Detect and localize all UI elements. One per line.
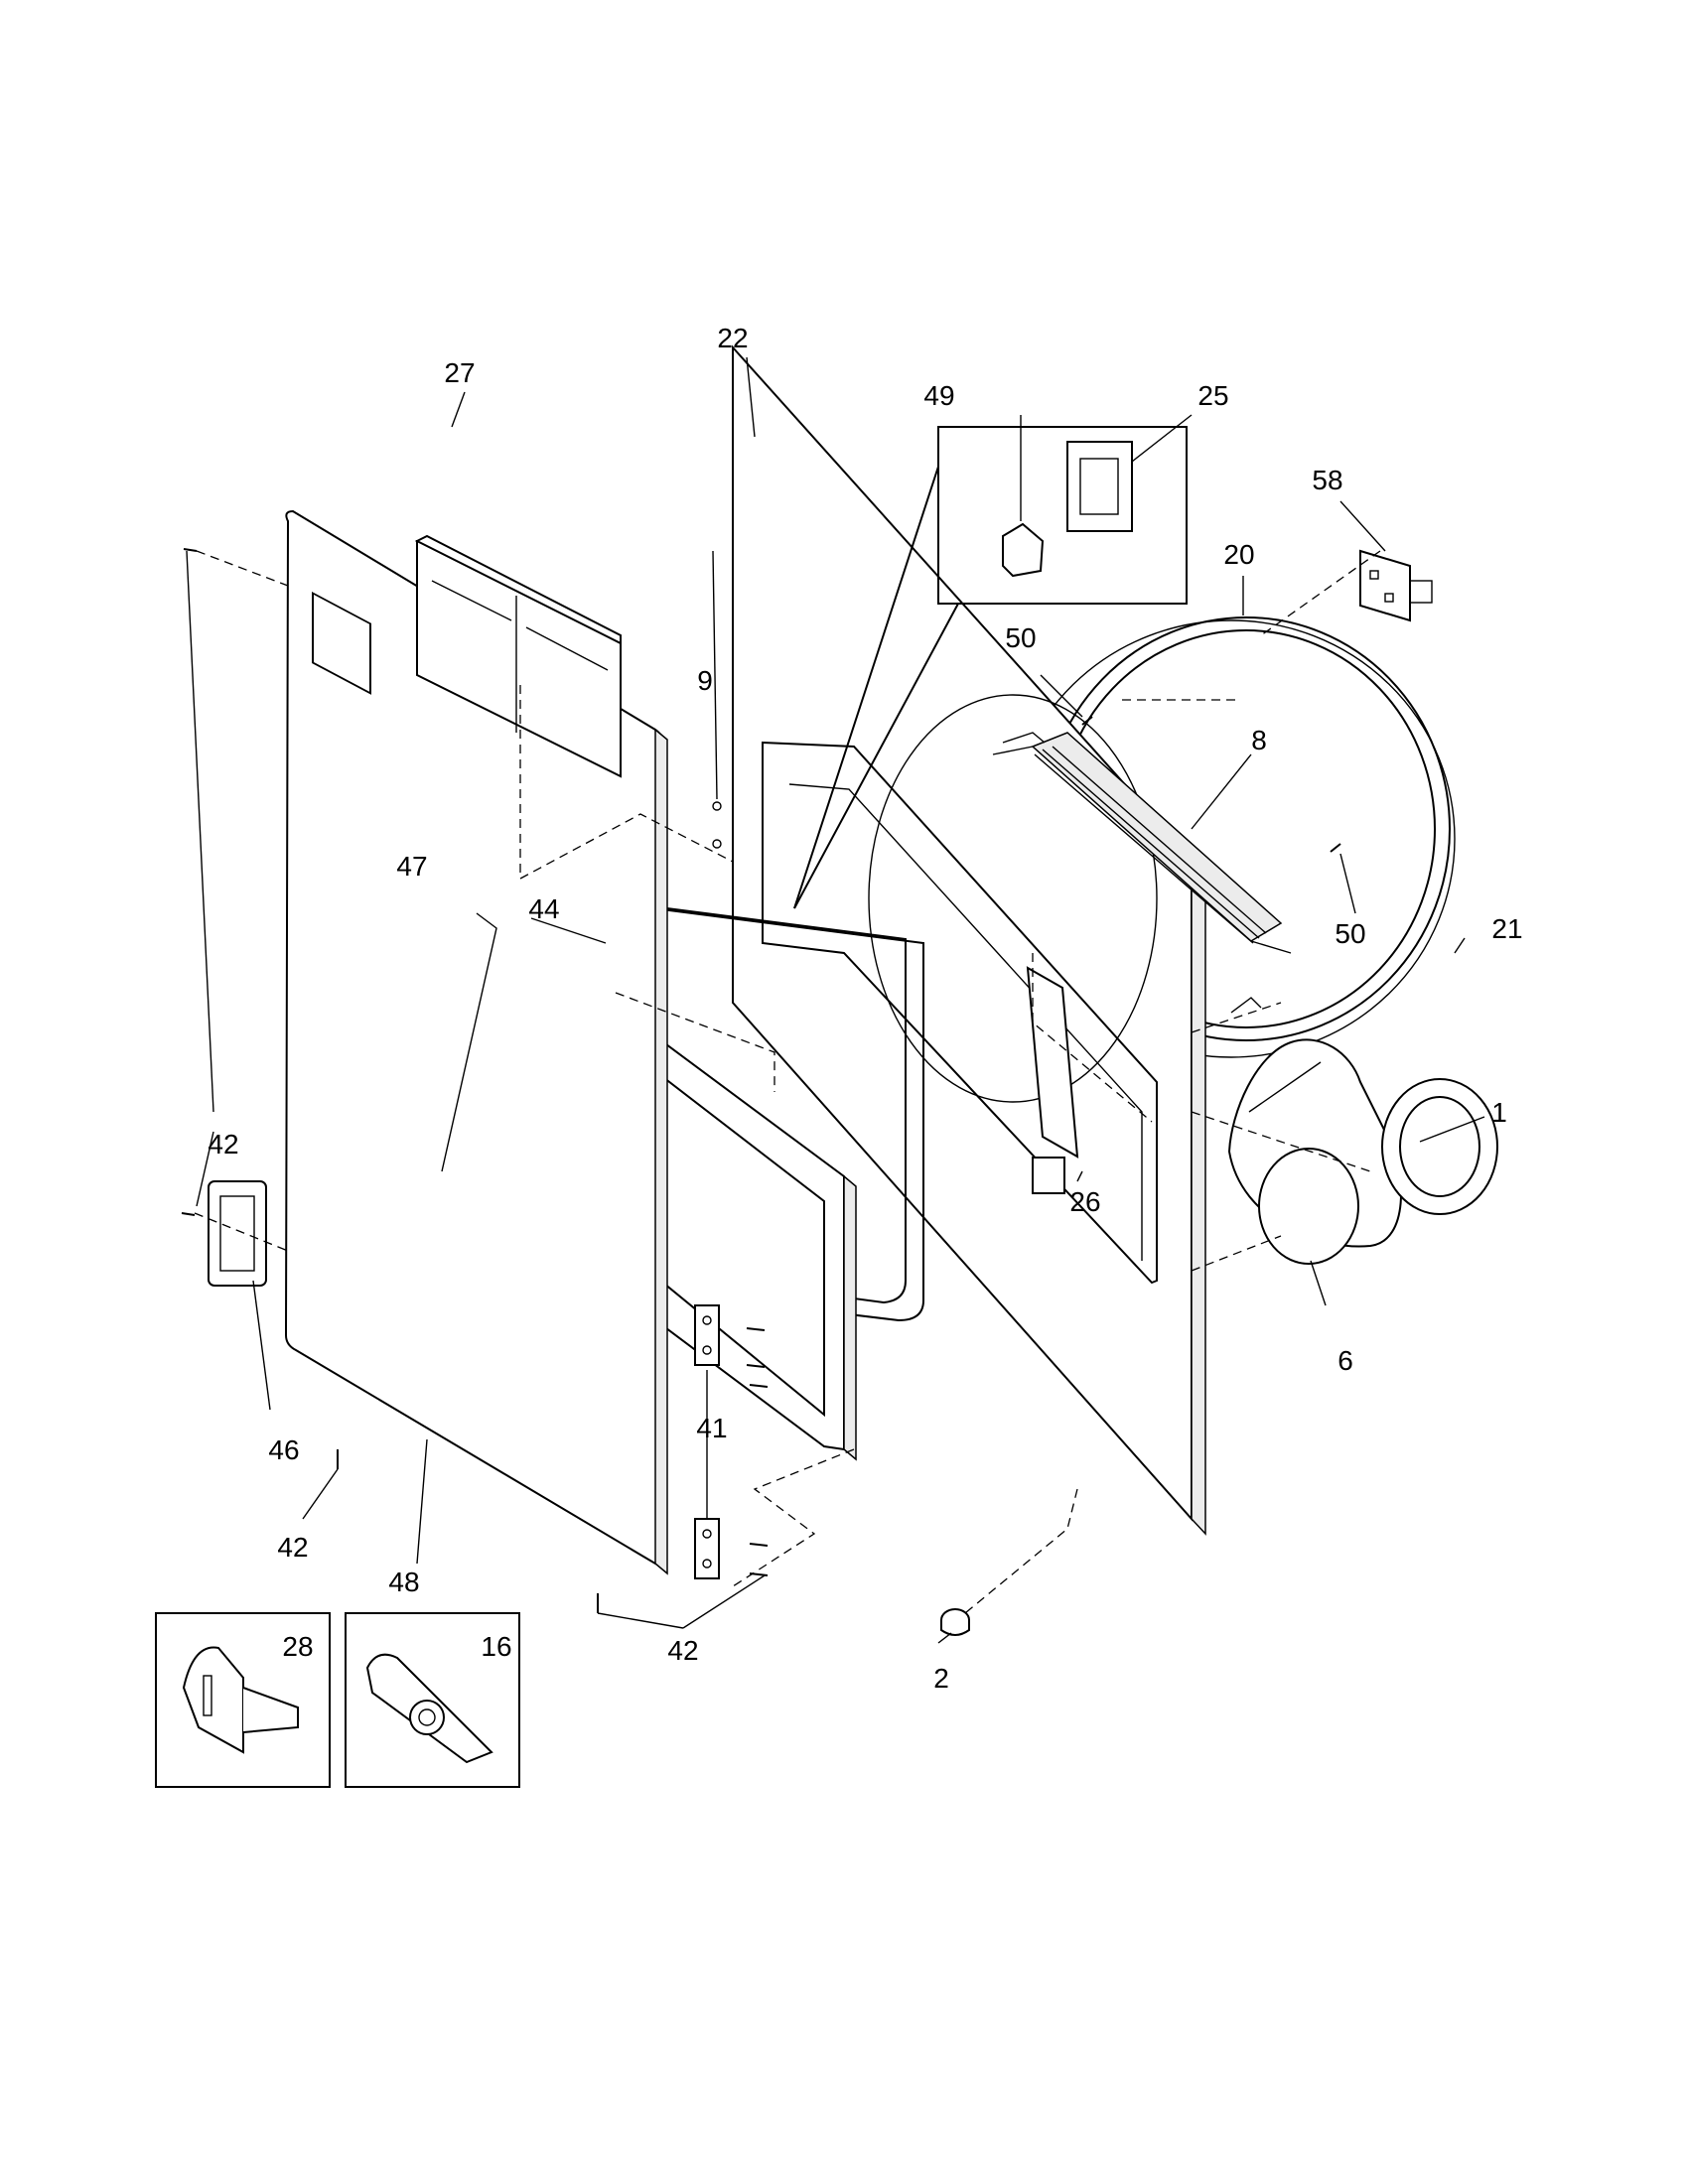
label-26: 26 bbox=[1069, 1186, 1100, 1217]
label-16: 16 bbox=[481, 1631, 511, 1662]
door-switch-26 bbox=[1032, 1157, 1065, 1194]
screw-9 bbox=[712, 801, 722, 849]
terminal-block-58 bbox=[1359, 549, 1433, 622]
label-2: 2 bbox=[933, 1663, 949, 1694]
door-hinge-lower-41 bbox=[694, 1518, 720, 1579]
door-strike-25 bbox=[1066, 441, 1133, 532]
blower-duct-6 bbox=[1227, 1038, 1402, 1265]
label-42-right: 42 bbox=[667, 1635, 698, 1666]
label-22: 22 bbox=[717, 323, 748, 353]
label-6: 6 bbox=[1337, 1345, 1353, 1376]
front-panel-22 bbox=[732, 344, 1206, 1536]
part-labels: 27 22 49 25 58 20 9 50 8 47 44 50 21 1 4… bbox=[208, 323, 1522, 1694]
inset-box-28 bbox=[155, 1612, 331, 1788]
outer-door-48 bbox=[284, 509, 668, 1575]
label-50-lower: 50 bbox=[1335, 918, 1365, 949]
label-8: 8 bbox=[1251, 725, 1267, 755]
label-58: 58 bbox=[1312, 465, 1342, 495]
label-21: 21 bbox=[1491, 913, 1522, 944]
screws-42 bbox=[181, 548, 769, 1613]
label-50-upper: 50 bbox=[1005, 622, 1036, 653]
inset-box-16 bbox=[345, 1612, 520, 1788]
top-bracket bbox=[1002, 732, 1262, 1014]
label-1: 1 bbox=[1491, 1097, 1507, 1128]
door-gasket-44 bbox=[608, 900, 924, 1322]
leader-lines bbox=[186, 356, 1485, 1644]
label-44: 44 bbox=[528, 893, 559, 924]
label-20: 20 bbox=[1223, 539, 1254, 570]
leg-plug-2 bbox=[940, 1608, 970, 1636]
alignment-lines bbox=[194, 550, 1381, 1614]
label-25: 25 bbox=[1197, 380, 1228, 411]
screw-50-upper bbox=[1081, 716, 1093, 726]
label-42-left: 42 bbox=[208, 1129, 238, 1160]
inset-box-latch bbox=[793, 426, 1188, 909]
label-42-bottom: 42 bbox=[277, 1532, 308, 1563]
label-41: 41 bbox=[696, 1413, 727, 1443]
label-28: 28 bbox=[282, 1631, 313, 1662]
label-46: 46 bbox=[268, 1434, 299, 1465]
label-48: 48 bbox=[388, 1567, 419, 1597]
door-catch-49 bbox=[1002, 522, 1045, 578]
screw-50-lower bbox=[1330, 843, 1341, 853]
label-9: 9 bbox=[697, 665, 713, 696]
lint-grille-8 bbox=[992, 732, 1292, 954]
duct-ring-1 bbox=[1381, 1078, 1498, 1215]
door-hinge-upper-41 bbox=[694, 1304, 720, 1366]
label-49: 49 bbox=[923, 380, 954, 411]
lint-filter-27 bbox=[414, 534, 622, 778]
label-47: 47 bbox=[396, 851, 427, 882]
door-handle-46 bbox=[208, 1180, 267, 1287]
label-27: 27 bbox=[444, 357, 475, 388]
